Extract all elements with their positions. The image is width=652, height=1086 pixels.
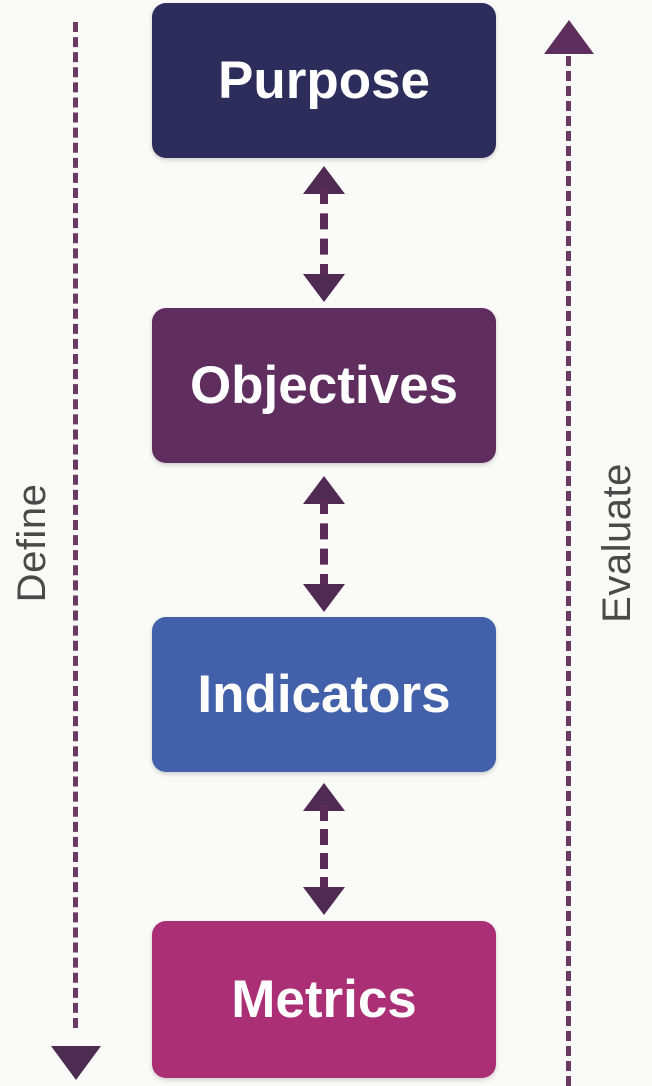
evaluate-rail-label: Evaluate xyxy=(594,463,639,623)
define-rail: Define xyxy=(10,0,101,1086)
connector-purpose-objectives xyxy=(303,166,345,302)
stage-label-purpose: Purpose xyxy=(217,51,431,110)
stage-label-indicators: Indicators xyxy=(197,665,451,724)
stage-box-objectives[interactable]: Objectives xyxy=(152,308,496,463)
connector-dashed-line xyxy=(320,188,328,280)
define-rail-label: Define xyxy=(9,483,54,603)
define-rail-dashed-line xyxy=(73,22,78,1028)
arrow-down-icon xyxy=(303,887,345,915)
arrow-down-icon xyxy=(50,1046,101,1080)
connector-dashed-line xyxy=(320,498,328,590)
connector-dashed-line xyxy=(320,805,328,893)
arrow-down-icon xyxy=(303,584,345,612)
stage-box-indicators[interactable]: Indicators xyxy=(152,617,496,772)
connector-objectives-indicators xyxy=(303,476,345,612)
evaluate-rail-dashed-line xyxy=(566,56,571,1086)
evaluate-rail: Evaluate xyxy=(543,0,639,1086)
connector-indicators-metrics xyxy=(303,783,345,915)
stage-label-metrics: Metrics xyxy=(231,970,417,1029)
stage-label-objectives: Objectives xyxy=(189,356,459,415)
stage-box-purpose[interactable]: Purpose xyxy=(152,3,496,158)
arrow-up-icon xyxy=(543,20,594,54)
stage-box-metrics[interactable]: Metrics xyxy=(152,921,496,1078)
arrow-down-icon xyxy=(303,274,345,302)
